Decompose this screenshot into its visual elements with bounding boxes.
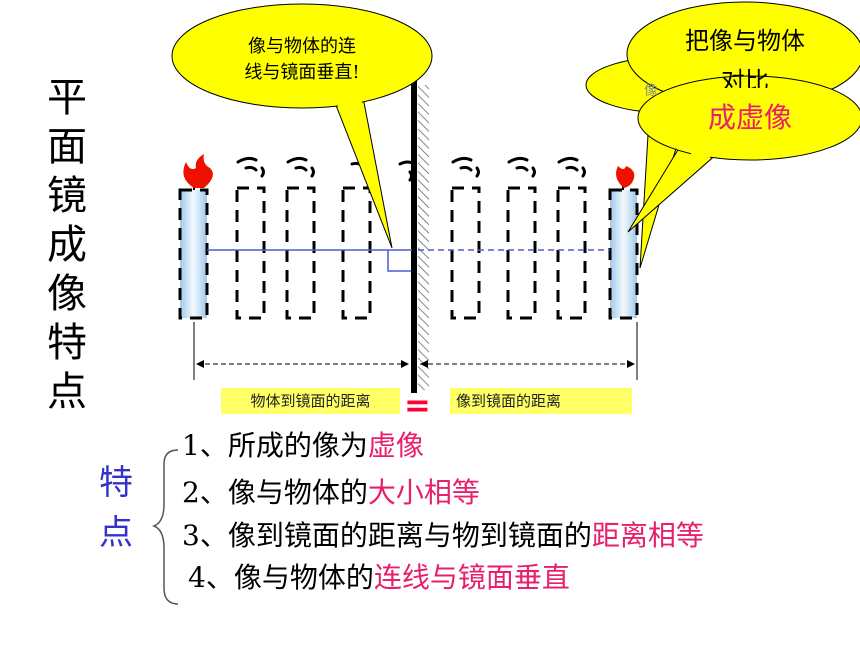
dashed-candle (556, 186, 587, 320)
perpendicular-callout (171, 3, 433, 249)
feature-point-3: 3、像到镜面的距离与物到镜面的距离相等 (182, 519, 704, 553)
equals-sign: = (404, 386, 431, 424)
arrow-head (420, 360, 428, 368)
virtual-image-callout (627, 75, 860, 233)
dashed-candle (450, 186, 481, 320)
flame-outline (398, 160, 416, 182)
image-candle (608, 166, 639, 320)
title-char: 面 (47, 124, 87, 170)
flame-outline (507, 156, 536, 178)
object-candle (178, 154, 213, 320)
feature-highlight: 大小相等 (367, 476, 480, 509)
heading-char: 特 (99, 463, 133, 503)
feature-highlight: 距离相等 (591, 519, 704, 552)
dashed-candle (285, 186, 316, 320)
candle-body (610, 190, 637, 318)
feature-text: 3、像到镜面的距离与物到镜面的 (182, 519, 592, 552)
dashed-flames (236, 156, 586, 182)
feature-point-4: 4、像与物体的连线与镜面垂直 (188, 561, 570, 595)
candle-outline (608, 188, 639, 320)
feature-text: 2、像与物体的 (182, 476, 368, 509)
image-distance-label: 像到镜面的距离 (450, 388, 632, 414)
feature-highlight: 连线与镜面垂直 (373, 561, 570, 594)
dashed-candles (235, 186, 587, 320)
title-char: 成 (47, 222, 87, 268)
compare-callout-text: 把像与物体 (665, 22, 825, 60)
vertical-title: 平 面 镜 成 像 特 点 (42, 74, 92, 417)
arrow-head (401, 360, 409, 368)
flame-outline (557, 156, 586, 178)
heading-char: 点 (99, 513, 133, 553)
callout-line: 像与物体的连 (248, 36, 356, 57)
perpendicular-callout-text: 像与物体的连 线与镜面垂直! (212, 34, 392, 86)
flame-outline (451, 156, 480, 178)
callout-line: 把像与物体 (685, 27, 805, 55)
compare-callout-text-2: 对比 (721, 67, 769, 88)
dashed-candle (341, 186, 372, 320)
callout-bubble (171, 3, 433, 109)
right-angle-marker (387, 250, 411, 272)
feature-point-2: 2、像与物体的大小相等 (182, 476, 480, 510)
features-brace (151, 449, 179, 605)
flame-outline (286, 156, 315, 178)
virtual-image-callout-text: 成虚像 (707, 101, 792, 134)
mirror-hatch (418, 85, 429, 390)
feature-text: 4、像与物体的 (188, 561, 374, 594)
candle-body (180, 190, 207, 318)
dashed-candle (235, 186, 266, 320)
arrow-head (627, 360, 635, 368)
dashed-candle (506, 186, 537, 320)
feature-text: 1、所成的像为 (182, 429, 368, 462)
feature-highlight: 虚像 (367, 429, 424, 462)
title-char: 平 (47, 75, 87, 121)
flame-icon (616, 166, 635, 188)
candle-outline (178, 188, 209, 320)
distance-markers (193, 322, 638, 380)
feature-point-1: 1、所成的像为虚像 (182, 429, 424, 463)
object-distance-label: 物体到镜面的距离 (221, 388, 400, 414)
flame-outline (236, 156, 265, 178)
features-heading: 特 点 (93, 458, 139, 558)
title-char: 点 (47, 369, 87, 415)
title-char: 特 (47, 320, 87, 366)
arrow-head (196, 360, 204, 368)
flame-icon (183, 154, 213, 188)
title-char: 像 (47, 271, 87, 317)
callout-tail-cover (331, 92, 380, 190)
hidden-callout-fragment: 像 (644, 83, 658, 99)
title-char: 镜 (47, 173, 87, 219)
callout-line: 线与镜面垂直! (244, 62, 360, 83)
callout-tail-cover (690, 132, 733, 172)
